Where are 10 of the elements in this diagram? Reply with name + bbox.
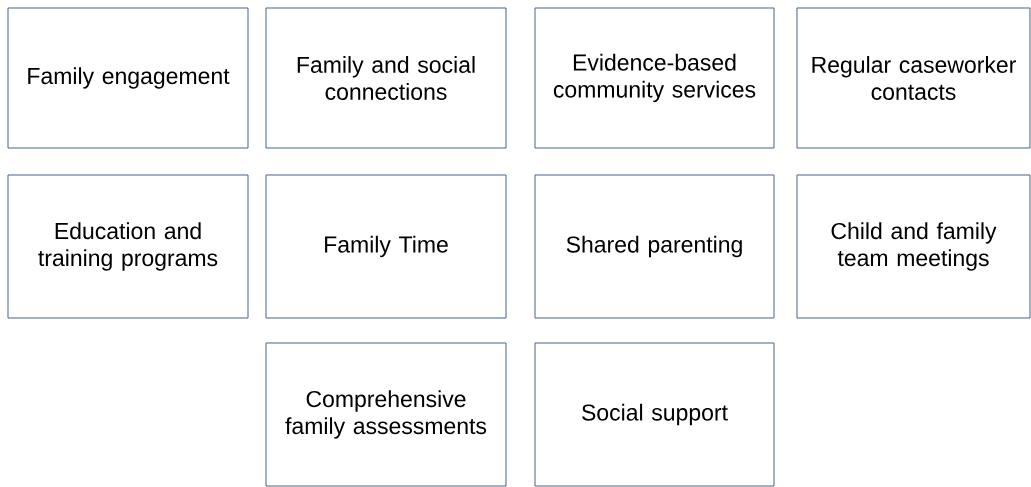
text-box: Regular caseworker contacts <box>796 7 1031 149</box>
text-box: Child and family team meetings <box>796 174 1031 319</box>
text-box: Education and training programs <box>7 174 249 319</box>
text-box: Family Time <box>265 174 507 319</box>
text-box: Social support <box>534 342 775 487</box>
text-box: Comprehensive family assessments <box>265 342 507 487</box>
text-box: Evidence-based community services <box>534 7 775 149</box>
text-box: Shared parenting <box>534 174 775 319</box>
text-box: Family engagement <box>7 7 249 149</box>
text-box: Family and social connections <box>265 7 507 149</box>
